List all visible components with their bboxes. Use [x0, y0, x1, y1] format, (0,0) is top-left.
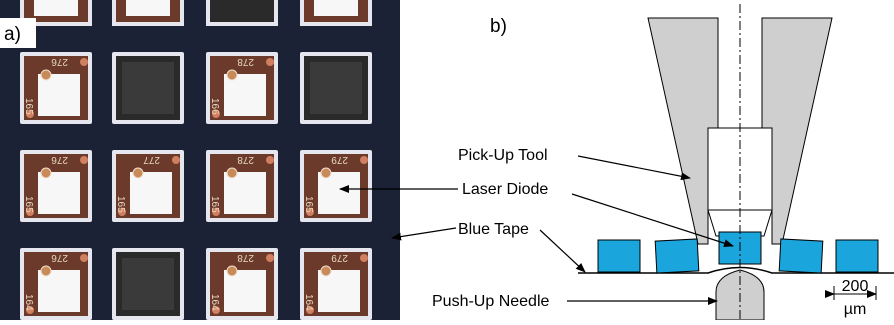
die-top-pad-1	[126, 0, 170, 16]
die-bond-dot-r2c3	[320, 265, 332, 277]
die-number-r2c0: 276	[51, 252, 68, 263]
die-number-r2c2: 278	[237, 252, 254, 263]
die-bond-dot-r0c2	[226, 69, 238, 81]
die-pad-r1c1	[130, 172, 172, 214]
die-corner-dot-a-r0c2	[212, 110, 220, 118]
die-corner-dot-b-r0c0	[80, 58, 88, 66]
die-corner-dot-b-r1c3	[360, 156, 368, 164]
panel-b-label: b)	[490, 16, 507, 37]
die-top-pad-3	[314, 0, 358, 16]
die-corner-dot-a-r0c0	[26, 110, 34, 118]
schematic-panel-b: b) 200 µm	[490, 4, 894, 321]
die-pad-r1c0	[38, 172, 80, 214]
die-bond-dot-r0c0	[40, 69, 52, 81]
arrow-laser-diode-schematic	[571, 193, 734, 248]
label-pick-up-tool: Pick-Up Tool	[458, 147, 548, 164]
die-pad-r2c2	[224, 270, 266, 312]
die-side-number-r2c2: 164	[209, 294, 220, 311]
die-side-number-r0c2: 166	[209, 98, 220, 115]
die-corner-dot-a-r2c0	[26, 306, 34, 314]
die-pad-r1c3	[318, 172, 360, 214]
die-corner-dot-a-r2c3	[306, 306, 314, 314]
die-corner-dot-b-r2c2	[266, 254, 274, 262]
die-number-r1c0: 276	[51, 154, 68, 165]
die-top-pad-0	[34, 0, 78, 16]
label-laser-diode: Laser Diode	[462, 181, 548, 198]
die-pad-r0c0	[38, 74, 80, 116]
die-corner-dot-b-r1c2	[266, 156, 274, 164]
annotations: Pick-Up Tool Laser Diode Blue Tape Push-…	[339, 147, 734, 310]
die-pad-r0c2	[224, 74, 266, 116]
laser-diode-5	[835, 239, 879, 273]
die-bond-dot-r1c0	[40, 167, 52, 179]
die-side-number-r1c1: 165	[115, 196, 126, 213]
scale-bar-value: 200	[842, 278, 869, 295]
die-dark-center-r2c1	[122, 258, 174, 310]
die-bond-dot-r2c2	[226, 265, 238, 277]
die-corner-dot-a-r1c3	[306, 208, 314, 216]
scale-bar: 200 µm	[825, 278, 877, 318]
die-side-number-r2c3: 164	[303, 294, 314, 311]
panel-a-label-box	[0, 18, 36, 48]
die-number-r1c3: 279	[331, 154, 348, 165]
die-number-r1c1: 277	[143, 154, 160, 165]
die-corner-dot-a-r1c2	[212, 208, 220, 216]
photo-panel-a: 276 165 278 166 276 165 277 165 278 165 279 165 276 1…	[0, 0, 400, 320]
laser-diode-2	[654, 238, 700, 274]
die-number-r0c0: 276	[51, 56, 68, 67]
label-blue-tape: Blue Tape	[458, 221, 529, 238]
die-corner-dot-b-r2c0	[80, 254, 88, 262]
die-bond-dot-r1c2	[226, 167, 238, 179]
die-side-number-r0c0: 165	[23, 98, 34, 115]
laser-diode-4	[778, 238, 824, 274]
die-number-r1c2: 278	[237, 154, 254, 165]
die-corner-dot-b-r1c1	[172, 156, 180, 164]
arrow-blue-tape-photo	[391, 227, 457, 241]
die-corner-dot-b-r2c3	[360, 254, 368, 262]
die-bond-dot-r1c1	[132, 167, 144, 179]
die-corner-dot-b-r0c2	[266, 58, 274, 66]
die-corner-dot-a-r2c2	[212, 306, 220, 314]
die-dark-center-r0c1	[122, 62, 174, 114]
arrow-pick-up-tool	[577, 155, 691, 181]
die-pad-r1c2	[224, 172, 266, 214]
die-grid: 276 165 278 166 276 165 277 165 278 165 279 165 276 1…	[20, 0, 372, 320]
die-corner-dot-a-r1c1	[118, 208, 126, 216]
die-side-number-r1c0: 165	[23, 196, 34, 213]
die-pad-r2c0	[38, 270, 80, 312]
scale-bar-unit: µm	[844, 301, 867, 318]
die-side-number-r2c0: 164	[23, 294, 34, 311]
die-top-2	[210, 0, 274, 22]
arrow-blue-tape-schematic	[539, 229, 586, 273]
die-number-r2c3: 279	[331, 252, 348, 263]
laser-diode-1	[597, 239, 641, 273]
die-bond-dot-r1c3	[320, 167, 332, 179]
die-corner-dot-b-r1c0	[80, 156, 88, 164]
die-bond-dot-r2c0	[40, 265, 52, 277]
die-corner-dot-a-r1c0	[26, 208, 34, 216]
die-side-number-r1c3: 165	[303, 196, 314, 213]
die-dark-center-r0c3	[310, 62, 362, 114]
label-push-up-needle: Push-Up Needle	[432, 293, 550, 310]
die-number-r0c2: 278	[237, 56, 254, 67]
panel-a-label: a)	[4, 24, 21, 45]
die-pad-r2c3	[318, 270, 360, 312]
die-side-number-r1c2: 165	[209, 196, 220, 213]
